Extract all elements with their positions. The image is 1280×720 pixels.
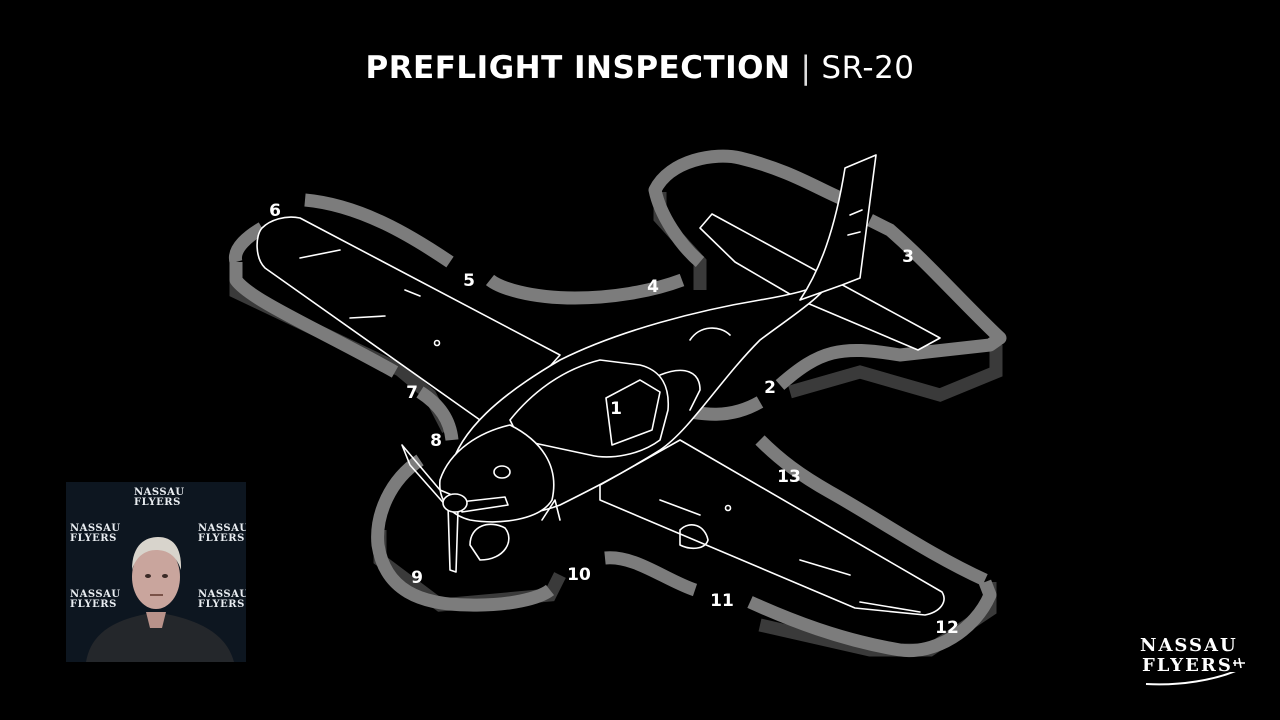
nassau-flyers-logo: NASSAU FLYERS: [1140, 636, 1244, 688]
station-13: 13: [777, 467, 801, 487]
station-8: 8: [430, 431, 442, 451]
logo-swoosh-icon: [1140, 672, 1244, 688]
logo-line1: NASSAU: [1140, 636, 1244, 656]
station-9: 9: [411, 568, 423, 588]
station-2: 2: [764, 378, 776, 398]
plane-icon: [1232, 656, 1246, 670]
station-5: 5: [463, 271, 475, 291]
station-10: 10: [567, 565, 591, 585]
station-1: 1: [610, 399, 622, 419]
station-12: 12: [935, 618, 959, 638]
station-11: 11: [710, 591, 734, 611]
aircraft-outline: [257, 155, 944, 615]
station-6: 6: [269, 201, 281, 221]
station-3: 3: [902, 247, 914, 267]
station-4: 4: [647, 277, 659, 297]
station-7: 7: [406, 383, 418, 403]
presenter-silhouette: [66, 482, 246, 662]
